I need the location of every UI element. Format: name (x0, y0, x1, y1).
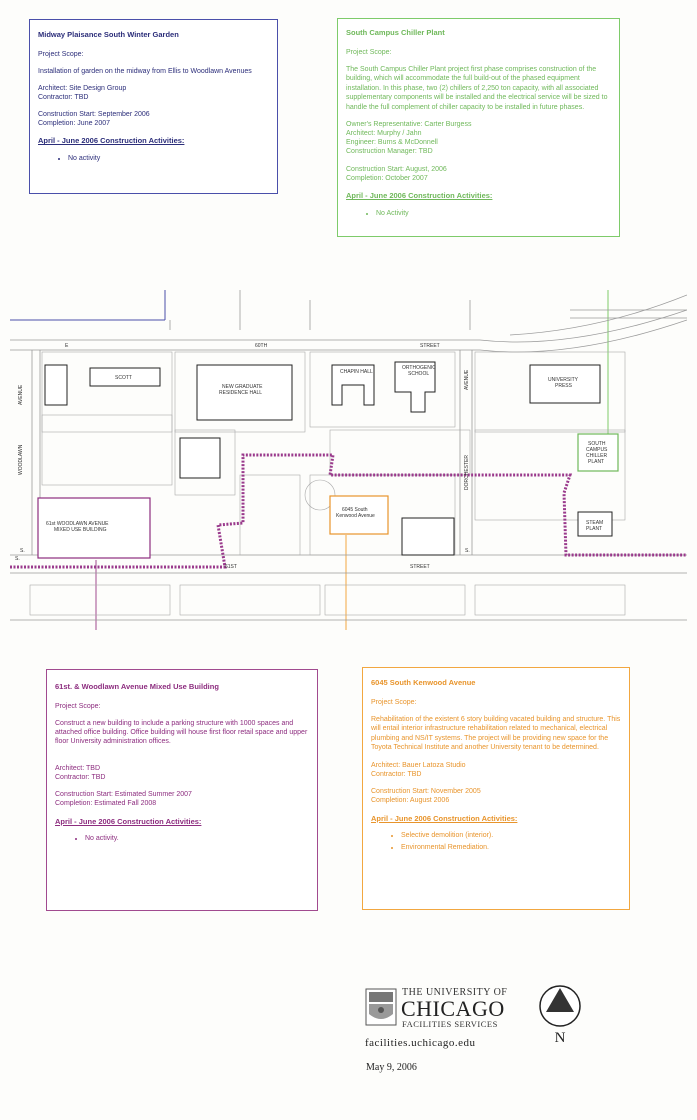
chiller-plant-manager: Construction Manager: TBD (346, 148, 433, 156)
street-label: DORCHESTER (464, 455, 470, 490)
kenwood-start: Construction Start: November 2005 (371, 788, 481, 796)
kenwood-completion: Completion: August 2006 (371, 797, 450, 805)
street-label: STREET (410, 564, 430, 570)
building-label: SCHOOL (408, 371, 429, 377)
kenwood-activities-list: Selective demolition (interior). Environ… (371, 831, 621, 851)
winter-garden-scope-label: Project Scope: (38, 50, 84, 58)
chiller-plant-completion: Completion: October 2007 (346, 174, 428, 182)
winter-garden-architect: Architect: Site Design Group (38, 84, 127, 92)
winter-garden-start: Construction Start: September 2006 (38, 111, 150, 119)
kenwood-contractor: Contractor: TBD (371, 770, 422, 778)
chiller-plant-scope-label: Project Scope: (346, 48, 392, 56)
building-label: MIXED USE BUILDING (54, 527, 107, 533)
building-label: NEW GRADUATE (222, 384, 263, 390)
kenwood-activities-title: April - June 2006 Construction Activitie… (371, 813, 518, 823)
chiller-plant-activities-title: April - June 2006 Construction Activitie… (346, 191, 493, 201)
winter-garden-title: Midway Plaisance South Winter Garden (38, 30, 179, 39)
street-label: 61ST (225, 564, 237, 570)
winter-garden-activities-title: April - June 2006 Construction Activitie… (38, 136, 185, 146)
chiller-plant-site (577, 433, 619, 472)
activity-item: No Activity (376, 209, 611, 218)
activity-item: Selective demolition (interior). (401, 831, 621, 840)
chiller-plant-engineer: Engineer: Burns & McDonnell (346, 139, 438, 147)
orthogenic-building (394, 361, 436, 413)
north-arrow-icon: N (539, 985, 581, 1046)
street-label: AVENUE (18, 384, 24, 405)
activity-item: No activity. (85, 834, 309, 843)
winter-garden-path (10, 453, 687, 569)
building-label: RESIDENCE HALL (219, 390, 262, 396)
document-date: May 9, 2006 (366, 1062, 417, 1073)
mixed-use-completion: Completion: Estimated Fall 2008 (55, 800, 157, 808)
street-label: S. (20, 548, 25, 554)
street-label: WOODLAWN (18, 444, 24, 475)
building-label: SCOTT (115, 375, 132, 381)
building-label: CAMPUS (586, 447, 608, 453)
logo-the-university-of: THE UNIVERSITY OF (402, 987, 508, 998)
chiller-plant-activities-list: No Activity (346, 209, 611, 218)
building-label: Kenwood Avenue (336, 513, 375, 519)
kenwood-architect: Architect: Bauer Latoza Studio (371, 761, 466, 769)
building-label: SOUTH (588, 441, 606, 447)
site-map: E 60TH STREET 61ST STREET S. AVENUE WOOD… (10, 290, 687, 630)
mixed-use-contractor: Contractor: TBD (55, 774, 106, 782)
scott-building (89, 367, 161, 387)
building-label: STEAM (586, 520, 603, 526)
winter-garden-project-box: Midway Plaisance South Winter Garden Pro… (29, 19, 278, 194)
mixed-use-architect: Architect: TBD (55, 765, 100, 773)
logo-chicago: CHICAGO (401, 996, 505, 1021)
building-label: ORTHOGENIC (402, 365, 436, 371)
steam-plant-building (577, 511, 613, 537)
kenwood-title: 6045 South Kenwood Avenue (371, 678, 476, 687)
chiller-plant-scope: The South Campus Chiller Plant project f… (346, 65, 608, 111)
kenwood-scope: Rehabilitation of the existent 6 story b… (371, 715, 621, 752)
winter-garden-activities-list: No activity (38, 154, 269, 163)
university-seal-icon (365, 988, 397, 1026)
street-label: S. (465, 548, 470, 554)
activity-item: No activity (68, 154, 269, 163)
building-label: PRESS (555, 383, 573, 389)
facilities-url: facilities.uchicago.edu (365, 1037, 476, 1049)
north-label: N (555, 1030, 566, 1046)
chiller-plant-project-box: South Campus Chiller Plant Project Scope… (337, 18, 620, 237)
street-label: 60TH (255, 343, 268, 349)
street-label: AVENUE (464, 369, 470, 390)
chiller-plant-title: South Campus Chiller Plant (346, 28, 445, 37)
street-label: STREET (420, 343, 440, 349)
building-label: 6045 South (342, 507, 368, 513)
chapin-hall-building (331, 364, 375, 406)
street-label: E (65, 343, 69, 349)
winter-garden-scope: Installation of garden on the midway fro… (38, 67, 252, 75)
building-label: CHAPIN HALL (340, 369, 373, 375)
chiller-plant-architect: Architect: Murphy / Jahn (346, 130, 422, 138)
building-label: UNIVERSITY (548, 377, 579, 383)
building-label: PLANT (588, 459, 604, 465)
kenwood-scope-label: Project Scope: (371, 698, 417, 706)
mixed-use-activities-list: No activity. (55, 834, 309, 843)
building-label: PLANT (586, 526, 602, 532)
mixed-use-start: Construction Start: Estimated Summer 200… (55, 791, 192, 799)
mixed-use-activities-title: April - June 2006 Construction Activitie… (55, 816, 202, 826)
mixed-use-title: 61st. & Woodlawn Avenue Mixed Use Buildi… (55, 682, 219, 691)
chiller-plant-owner-rep: Owner's Representative: Carter Burgess (346, 121, 472, 129)
kenwood-project-box: 6045 South Kenwood Avenue Project Scope:… (362, 667, 630, 910)
chiller-plant-start: Construction Start: August, 2006 (346, 165, 447, 173)
building-label: CHILLER (586, 453, 608, 459)
winter-garden-completion: Completion: June 2007 (38, 120, 110, 128)
mixed-use-site (37, 497, 151, 559)
chiller-leader-line (607, 290, 609, 434)
kenwood-site (329, 495, 389, 535)
mixed-use-project-box: 61st. & Woodlawn Avenue Mixed Use Buildi… (46, 669, 318, 911)
university-press-building (529, 364, 601, 404)
building-label: 61st WOODLAWN AVENUE (46, 521, 109, 527)
mixed-use-scope-label: Project Scope: (55, 702, 101, 710)
winter-garden-contractor: Contractor: TBD (38, 94, 89, 102)
activity-item: Environmental Remediation. (401, 843, 621, 852)
street-label: S. (15, 556, 20, 562)
logo-facilities-services: FACILITIES SERVICES (402, 1019, 498, 1029)
mixed-use-scope: Construct a new building to include a pa… (55, 719, 308, 746)
grad-residence-building (196, 364, 293, 421)
